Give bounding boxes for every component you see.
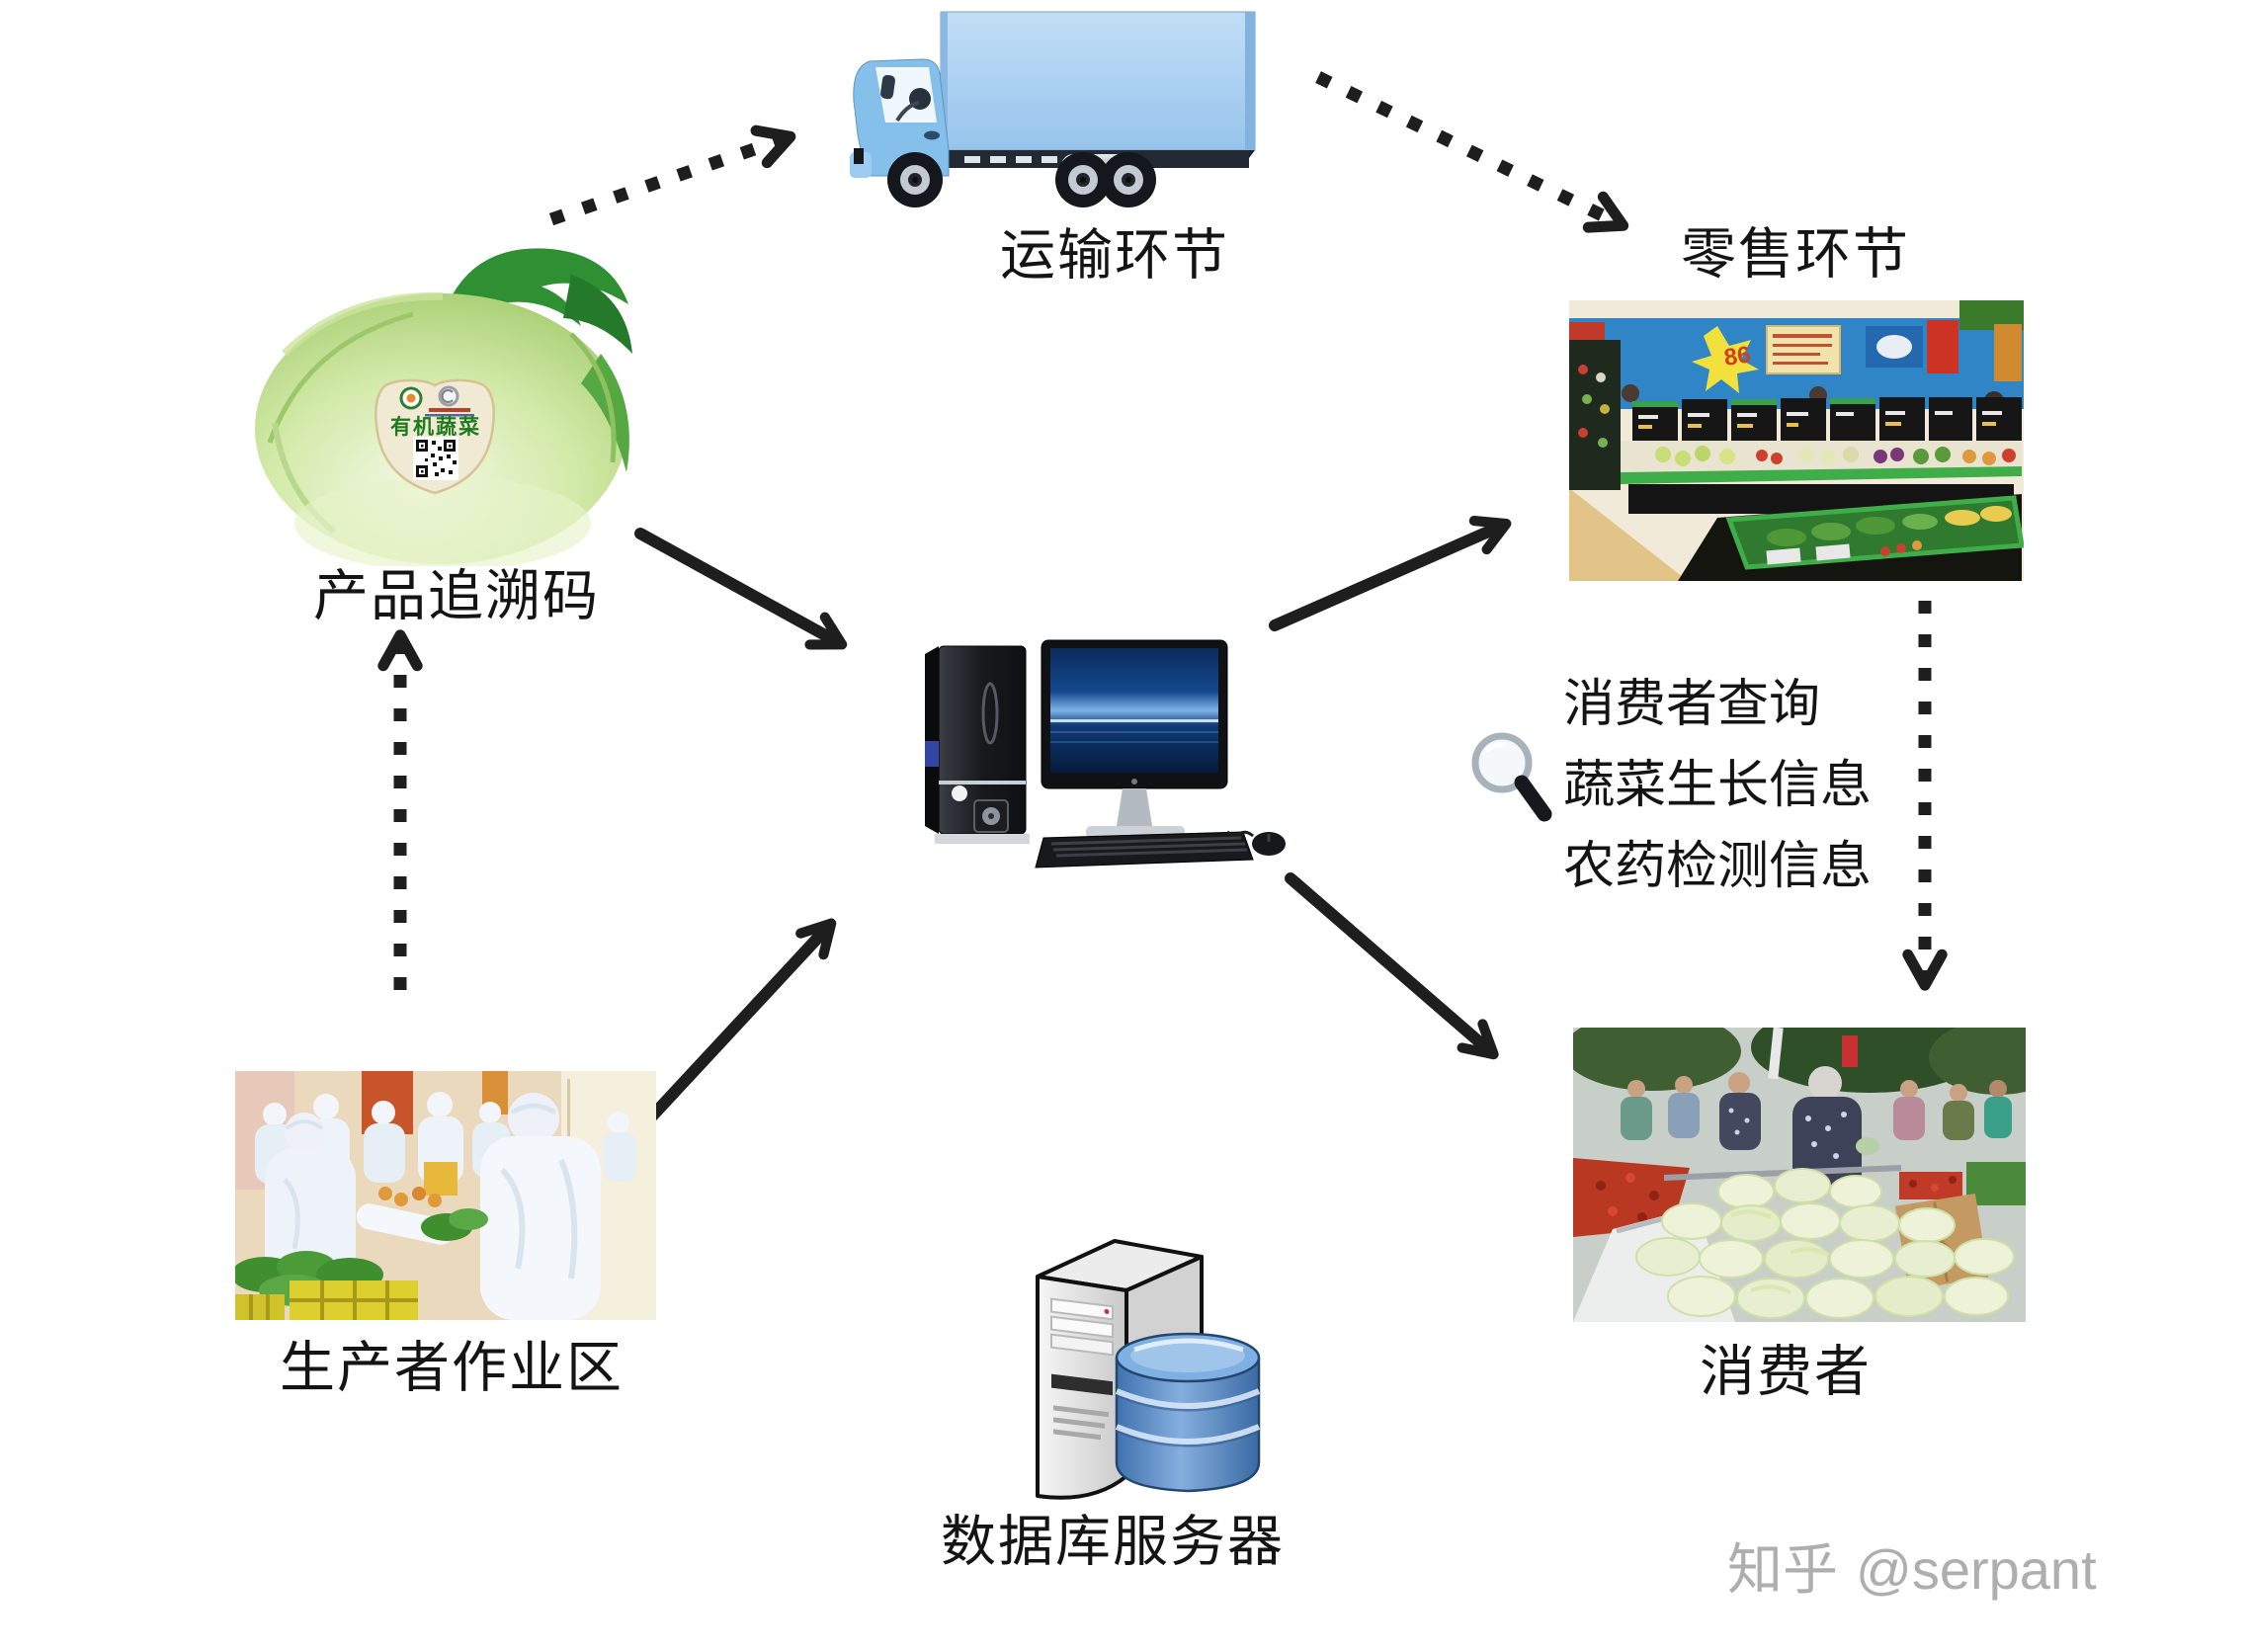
certification-icon	[438, 385, 459, 407]
query-line: 消费者查询	[1563, 676, 1821, 733]
database-label: 数据库服务器	[941, 1510, 1285, 1573]
poster-price-text: 86	[1722, 341, 1752, 371]
arrow-hub-to-retail	[1269, 515, 1512, 631]
truck-wheel	[1055, 152, 1111, 207]
database-server-icon	[1036, 1239, 1261, 1500]
desktop-computer-icon	[925, 639, 1286, 868]
transport-label: 运输环节	[1000, 223, 1229, 287]
arrow-hub-to-consumer	[1285, 872, 1499, 1060]
arrow-dashed-tracecode-to-truck	[548, 124, 796, 226]
arrow-producer-to-hub	[641, 918, 837, 1127]
price-signs	[1632, 397, 2022, 441]
arrow-tracecode-to-hub	[634, 528, 848, 650]
query-line: 农药检测信息	[1563, 838, 1873, 895]
market-shoppers-photo	[1573, 1028, 2026, 1322]
retail-label: 零售环节	[1681, 222, 1910, 286]
server-bays	[1050, 1297, 1114, 1441]
watermark-handle: @serpant	[1856, 1538, 2097, 1601]
trace-code-label: 产品追溯码	[313, 564, 600, 627]
query-panel: 消费者查询 蔬菜生长信息 农药检测信息	[1563, 664, 1872, 907]
qr-code-icon	[413, 437, 458, 480]
organic-tag: 有机蔬菜	[375, 378, 495, 495]
consumer-label: 消费者	[1700, 1340, 1872, 1403]
crowd-figures	[1621, 1066, 2012, 1192]
organic-tag-title: 有机蔬菜	[390, 415, 481, 439]
watermark-brand: 知乎	[1727, 1538, 1838, 1601]
truck-wheel	[887, 152, 943, 207]
organic-emblem-icon	[399, 386, 423, 410]
magnifier-icon	[1471, 732, 1552, 822]
truck-icon	[850, 11, 1256, 207]
napa-cabbage-pile	[1573, 1168, 2015, 1322]
producer-label: 生产者作业区	[280, 1336, 624, 1399]
crates	[235, 1280, 418, 1320]
cabbage-qr-icon: 有机蔬菜	[255, 248, 632, 566]
producer-workers-photo	[235, 1071, 656, 1320]
watermark: 知乎 @serpant	[1727, 1526, 2097, 1606]
query-line: 蔬菜生长信息	[1563, 757, 1873, 814]
supermarket-photo: 86	[1569, 300, 2024, 581]
arrow-dashed-truck-to-retail	[1315, 71, 1629, 233]
truck-wheel	[1101, 152, 1156, 207]
